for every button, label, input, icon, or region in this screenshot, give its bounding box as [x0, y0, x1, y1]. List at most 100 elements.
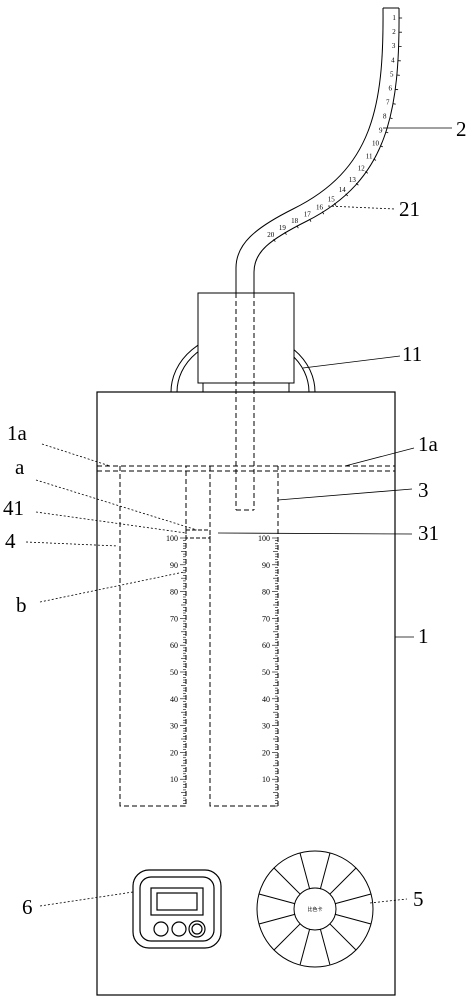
label-top-edge-left: 1a	[7, 421, 28, 445]
label-body-1: 1	[418, 624, 429, 648]
tube-scale-tick	[309, 218, 312, 222]
label-point-b: b	[16, 593, 27, 617]
color-card-segment-divider	[329, 867, 357, 895]
chamber-scale-number: 100	[258, 534, 270, 543]
color-card-segment-divider	[258, 893, 295, 905]
tube-scale-tick	[389, 117, 393, 119]
chamber-scale-number: 10	[262, 775, 270, 784]
tube-scale-number: 8	[383, 113, 387, 121]
label-timer-6: 6	[22, 895, 33, 919]
chamber-scale-number: 40	[262, 695, 270, 704]
chamber-scale-number: 90	[262, 561, 270, 570]
color-card-segment-divider	[258, 913, 295, 925]
tube-scale-tick	[385, 131, 389, 134]
tube-scale-number: 15	[328, 195, 336, 203]
tube-scale-number: 6	[388, 85, 392, 93]
color-card-segment-divider	[273, 923, 301, 951]
tube-scale-tick	[284, 231, 287, 235]
tube-scale-tick	[379, 145, 383, 148]
cap	[170, 292, 316, 393]
tube-scale-tick	[355, 182, 359, 186]
chamber-scale-number: 80	[170, 588, 178, 597]
chamber-scale-number: 80	[262, 588, 270, 597]
color-card-segment-divider	[335, 913, 372, 925]
tube-scale-number: 7	[386, 99, 390, 107]
tube-scale-tick	[333, 203, 337, 206]
chamber-scale-number: 40	[170, 695, 178, 704]
tube-scale-number: 11	[366, 153, 373, 161]
graduated-tube	[235, 7, 400, 293]
tube-scale-number: 2	[392, 28, 396, 36]
chamber-scale-number: 90	[170, 561, 178, 570]
color-card-segment-divider	[273, 867, 301, 895]
color-card-segment-divider	[319, 852, 331, 889]
tube-scale-number: 18	[291, 217, 299, 225]
color-card-segment-divider	[299, 852, 311, 889]
label-inner-tube-3: 3	[418, 478, 429, 502]
label-point-a: a	[15, 455, 25, 479]
timer-button-3	[188, 920, 206, 938]
chamber-scale-number: 20	[170, 748, 178, 757]
outer-chamber-scale: 100 90 80 70 60 50 40 30 20 10	[166, 534, 186, 807]
color-card	[256, 850, 374, 968]
tube-scale-tick	[365, 171, 369, 174]
tube-scale-tick	[345, 193, 348, 197]
chamber-scale-number: 30	[170, 722, 178, 731]
tube-scale-tick	[373, 158, 377, 161]
tube-scale-number: 16	[316, 204, 324, 212]
chamber-scale-number: 70	[262, 614, 270, 623]
label-top-edge-right: 1a	[418, 432, 439, 456]
tube-scale-number: 10	[372, 140, 380, 148]
color-card-segment-divider	[299, 929, 311, 966]
top-edge-1a	[97, 465, 395, 472]
tube-scale-tick	[296, 225, 299, 229]
chamber-scale-number: 50	[262, 668, 270, 677]
tube-scale-number: 12	[358, 165, 366, 173]
tube-scale-number: 19	[279, 224, 287, 232]
tube-scale-number: 17	[304, 211, 312, 219]
tube-scale-number: 1	[392, 14, 396, 22]
chamber-scale-number: 60	[262, 641, 270, 650]
timer-device	[132, 869, 222, 949]
device-body	[96, 391, 396, 996]
chamber-scale-number: 50	[170, 668, 178, 677]
color-card-segment-divider	[335, 893, 372, 905]
tube-scale-number: 5	[390, 71, 394, 79]
inner-tube-dashed	[235, 293, 255, 511]
timer-button-1	[153, 921, 169, 937]
tube-scale-tick	[392, 103, 396, 105]
tube-scale-number: 3	[392, 42, 396, 50]
tube-scale-tick	[321, 211, 325, 215]
chamber-scale-number: 30	[262, 722, 270, 731]
leader-lines	[25, 127, 452, 907]
label-outer-mark-41: 41	[3, 496, 24, 520]
color-card-segment-divider	[319, 929, 331, 966]
label-color-card-5: 5	[413, 887, 424, 911]
color-card-segment-divider	[329, 923, 357, 951]
label-tube-scale-21: 21	[399, 197, 420, 221]
inner-chamber	[209, 466, 279, 807]
label-cap-11: 11	[402, 342, 422, 366]
chamber-scale-number: 20	[262, 748, 270, 757]
timer-display	[150, 887, 204, 916]
tube-scale-number: 13	[349, 176, 357, 184]
chamber-scale-number: 100	[166, 534, 178, 543]
tube-scale-number: 14	[339, 186, 347, 194]
inner-chamber-scale: 100 90 80 70 60 50 40 30 20 10	[258, 534, 278, 807]
color-card-center-label: 比色卡	[307, 906, 322, 913]
chamber-scale-number: 10	[170, 775, 178, 784]
label-tube-2: 2	[456, 117, 467, 141]
tube-scale-tick	[273, 238, 276, 242]
chamber-scale-number: 60	[170, 641, 178, 650]
tube-scale-number: 20	[267, 231, 275, 239]
chamber-scale-number: 70	[170, 614, 178, 623]
timer-button-2	[171, 921, 187, 937]
label-inner-mark-31: 31	[418, 521, 439, 545]
connector-a	[185, 529, 211, 539]
tube-scale-number: 9	[379, 126, 383, 134]
label-outer-chamber-4: 4	[5, 529, 16, 553]
outer-chamber	[119, 466, 187, 807]
tube-scale-number: 4	[391, 56, 395, 64]
